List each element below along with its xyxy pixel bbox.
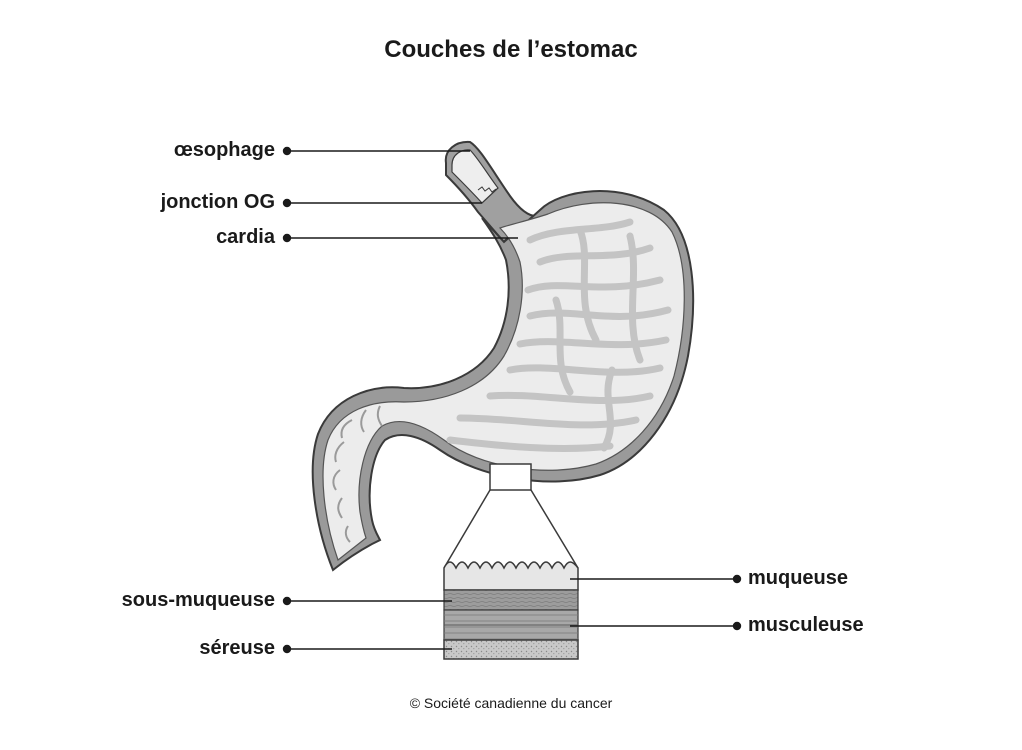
dot-submucosa	[282, 596, 292, 606]
dot-cardia	[282, 233, 292, 243]
label-muscularis: musculeuse	[748, 614, 864, 636]
layer-cross-section	[443, 561, 579, 660]
leader-lines	[282, 146, 742, 654]
label-submucosa: sous-muqueuse	[121, 589, 275, 611]
dot-muscularis	[732, 621, 742, 631]
dot-og-junction	[282, 198, 292, 208]
oesophagus-shape	[444, 140, 549, 244]
serosa-band	[443, 639, 579, 660]
stomach-body	[311, 190, 695, 572]
diagram-title: Couches de l’estomac	[384, 36, 638, 63]
mucosa-band	[443, 561, 579, 591]
dot-serosa	[282, 644, 292, 654]
dot-oesophagus	[282, 146, 292, 156]
label-serosa: séreuse	[199, 637, 275, 659]
zoom-indicator	[443, 463, 579, 569]
submucosa-band	[443, 589, 579, 611]
pylorus-ridges	[332, 405, 383, 543]
dot-mucosa	[732, 574, 742, 584]
label-og-junction: jonction OG	[160, 191, 275, 213]
label-mucosa: muqueuse	[748, 567, 849, 589]
rugae-folds	[446, 218, 672, 452]
label-oesophagus: œsophage	[173, 139, 275, 161]
label-cardia: cardia	[216, 226, 275, 248]
copyright-notice: © Société canadienne du cancer	[409, 695, 613, 711]
